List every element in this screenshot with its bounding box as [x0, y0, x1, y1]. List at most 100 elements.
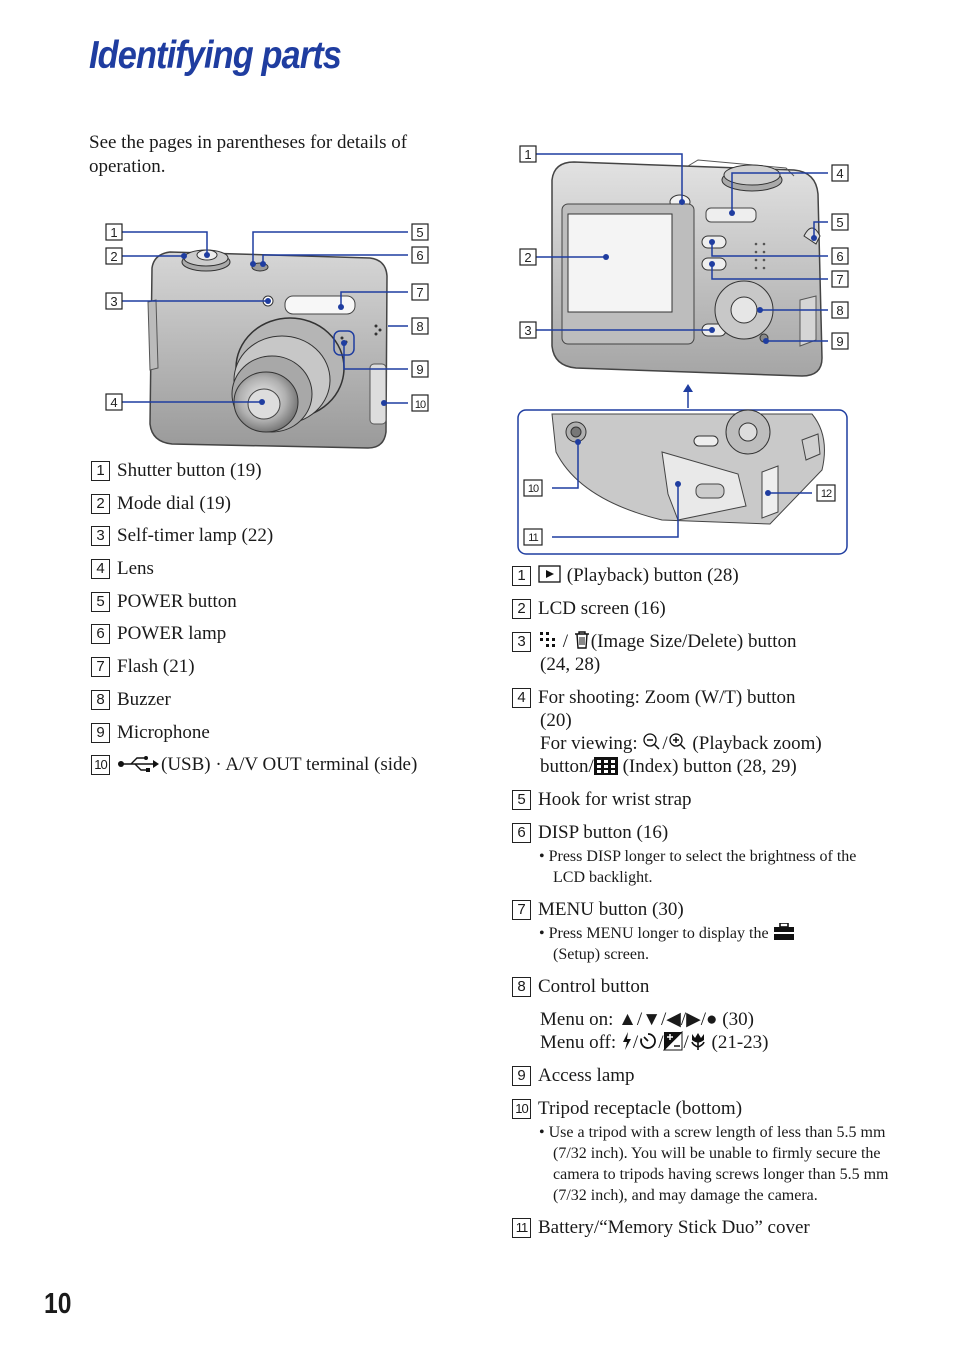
trash-icon — [574, 631, 589, 649]
back-callout-4: 4 — [836, 166, 843, 181]
list-item: 1 Shutter button (19) — [91, 458, 471, 491]
flash-icon — [622, 1032, 631, 1050]
front-callout-5: 5 — [416, 225, 423, 240]
item-label: Mode dial (19) — [117, 492, 231, 514]
direction-symbols: ▲/▼/◀/▶/● — [618, 1009, 718, 1030]
index-icon — [593, 757, 618, 775]
macro-tulip-icon — [691, 1033, 705, 1050]
inset-callout-10: 10 — [528, 483, 539, 495]
item-label: MENU button (30) — [538, 899, 684, 920]
item-label: Shutter button (19) — [117, 460, 262, 481]
list-item: 6 POWER lamp — [91, 621, 471, 654]
intro-text: See the pages in parentheses for details… — [89, 132, 408, 177]
item-number: 7 — [91, 657, 110, 678]
item-number: 2 — [512, 599, 531, 619]
front-callout-9: 9 — [416, 362, 423, 377]
item-label: DISP button (16) — [538, 822, 669, 843]
list-item: 5 Hook for wrist strap — [512, 788, 892, 811]
item-label-continued: (20) — [540, 710, 572, 731]
list-item: 4 For shooting: Zoom (W/T) button (20) Fo… — [512, 686, 892, 778]
item-label: For shooting: Zoom (W/T) button — [538, 687, 796, 708]
menu-off-label: Menu off: — [540, 1032, 617, 1053]
separator: / — [662, 733, 668, 754]
item-number: 1 — [91, 461, 110, 481]
note-text: • Press MENU longer to display the — [539, 925, 769, 942]
item-number: 7 — [512, 900, 531, 920]
zoom-in-icon — [669, 733, 686, 750]
front-callout-2: 2 — [110, 249, 117, 264]
list-item: 4 Lens — [91, 556, 471, 589]
item-number: 3 — [91, 526, 110, 547]
item-label: Access lamp — [538, 1065, 635, 1086]
back-callout-9: 9 — [836, 334, 843, 349]
item-label: Lens — [117, 558, 154, 580]
playback-zoom-label: (Playback zoom) — [692, 733, 822, 754]
camera-back-illustration: 1 2 3 4 5 6 7 8 9 10 11 12 — [517, 145, 849, 555]
back-callout-1: 1 — [524, 147, 531, 162]
exposure-icon — [663, 1031, 683, 1051]
setup-toolbox-icon — [773, 923, 794, 940]
camera-front-illustration: 1 2 3 4 5 6 7 8 9 10 — [105, 223, 429, 449]
index-button-label: (Index) button (28, 29) — [622, 756, 797, 777]
item-label: POWER lamp — [117, 623, 227, 645]
list-item: 7 MENU button (30) — [512, 898, 892, 921]
item-number: 10 — [512, 1099, 531, 1119]
list-item: 7 Flash (21) — [91, 654, 471, 687]
image-size-icon — [540, 632, 555, 647]
note-text: (Setup) screen. — [553, 946, 649, 963]
usb-icon — [118, 756, 159, 773]
item-label: Hook for wrist strap — [538, 789, 692, 810]
item-number: 4 — [91, 559, 110, 580]
item-label: Flash (21) — [117, 656, 195, 678]
front-callout-3: 3 — [110, 294, 117, 309]
menu-on-pages: (30) — [722, 1009, 754, 1030]
back-callout-8: 8 — [836, 303, 843, 318]
front-callout-10: 10 — [415, 399, 426, 411]
list-item: 10 Tripod receptacle (bottom) — [512, 1097, 892, 1120]
back-callout-3: 3 — [524, 323, 531, 338]
page-number: 10 — [44, 1288, 72, 1320]
viewing-label: For viewing: — [540, 733, 638, 754]
item-number: 2 — [91, 493, 110, 514]
item-number: 8 — [512, 977, 531, 997]
item-number: 6 — [512, 823, 531, 843]
front-callout-1: 1 — [110, 225, 117, 240]
front-callout-4: 4 — [110, 395, 117, 410]
list-item: 8 Buzzer — [91, 687, 471, 720]
item-label: LCD screen (16) — [538, 598, 666, 619]
inset-callout-11: 11 — [528, 532, 538, 544]
list-item: 2 Mode dial (19) — [91, 491, 471, 524]
list-item: 2 LCD screen (16) — [512, 597, 892, 620]
item-number: 9 — [512, 1066, 531, 1086]
item-label: (Image Size/Delete) button — [590, 631, 797, 652]
note-menu: • Press MENU longer to display the (Setu… — [512, 923, 892, 965]
item-number: 10 — [91, 755, 110, 776]
item-label: Control button — [538, 976, 650, 997]
item-number: 5 — [512, 790, 531, 810]
item-label: Microphone — [117, 721, 210, 743]
item-number: 11 — [512, 1218, 531, 1238]
item-number: 3 — [512, 632, 531, 652]
item-label: Tripod receptacle (bottom) — [538, 1098, 743, 1119]
item-number: 6 — [91, 624, 110, 645]
item-label-continued: (24, 28) — [540, 654, 601, 675]
front-callout-6: 6 — [416, 248, 423, 263]
self-timer-icon — [640, 1033, 657, 1049]
item-label: Buzzer — [117, 688, 171, 710]
front-parts-list: 1 Shutter button (19) 2 Mode dial (19) 3 Se… — [91, 458, 471, 785]
list-item: 5 POWER button — [91, 589, 471, 622]
back-callout-7: 7 — [836, 272, 843, 287]
list-item: 3 Self-timer lamp (22) — [91, 523, 471, 556]
inset-callout-12: 12 — [821, 488, 832, 500]
item-label: (USB) · A/V OUT terminal (side) — [161, 754, 418, 776]
back-callout-5: 5 — [836, 215, 843, 230]
item-number: 5 — [91, 591, 110, 612]
item-label: Self-timer lamp (22) — [117, 525, 274, 547]
item-number: 8 — [91, 689, 110, 710]
item-number: 4 — [512, 688, 531, 708]
menu-off-pages: (21-23) — [711, 1032, 769, 1053]
item-label: POWER button — [117, 590, 237, 612]
